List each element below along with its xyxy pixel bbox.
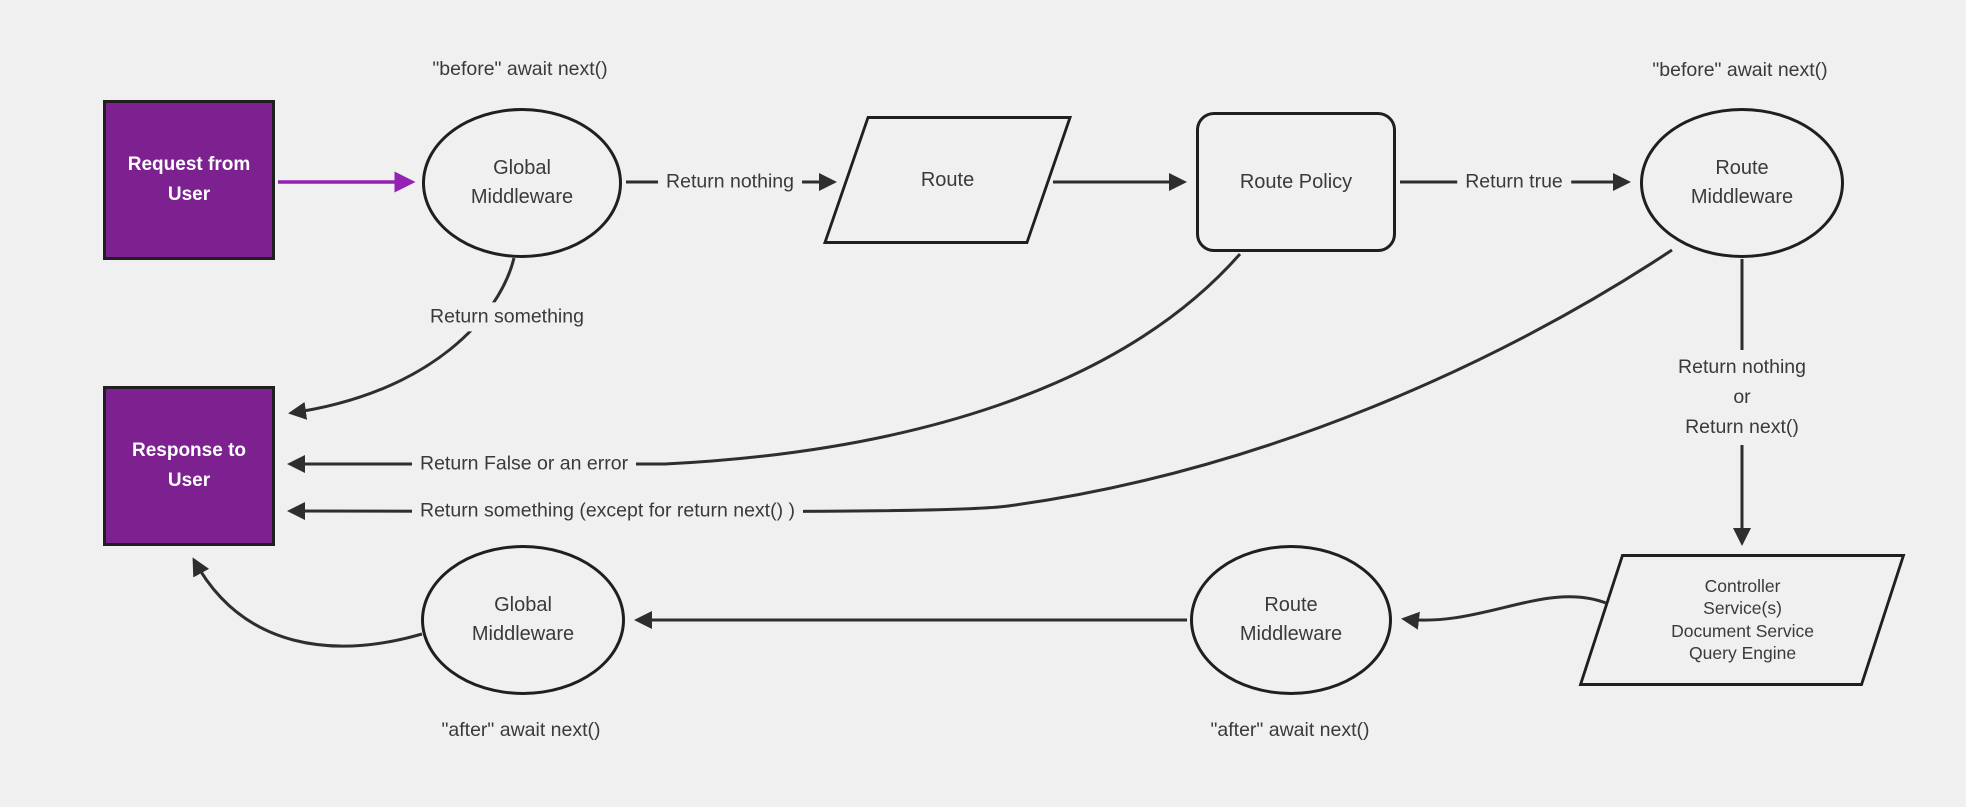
- edge-label-return-something-except: Return something (except for return next…: [412, 496, 803, 526]
- node-route-middleware-top: Route Middleware: [1640, 108, 1844, 258]
- controller-line: Service(s): [1702, 598, 1782, 619]
- edge-global-after-to-response: [192, 557, 423, 648]
- annotation-after-route-middleware: "after" await next(): [1210, 719, 1370, 741]
- edge-label-return-false-or-error: Return False or an error: [412, 449, 637, 479]
- route-label: Route: [920, 168, 975, 191]
- node-response-to-user: Response to User: [103, 386, 275, 546]
- annotation-before-route-middleware: "before" await next(): [1652, 59, 1828, 81]
- edge-label-return-true: Return true: [1457, 167, 1571, 197]
- controller-line: Controller: [1704, 576, 1780, 597]
- node-controller-services: Controller Service(s) Document Service Q…: [1578, 554, 1906, 686]
- global-middleware-top-label: Global Middleware: [470, 157, 574, 208]
- controller-services-label: Controller Service(s) Document Service Q…: [1671, 575, 1814, 665]
- route-policy-label: Route Policy: [1239, 170, 1353, 193]
- annotation-before-global-middleware: "before" await next(): [432, 58, 608, 80]
- edge-label-return-something: Return something: [422, 302, 592, 332]
- controller-line: Document Service: [1670, 621, 1814, 641]
- edge-global-return-something-to-response: [288, 257, 516, 420]
- node-route-policy: Route Policy: [1196, 112, 1396, 252]
- edge-label-return-nothing: Return nothing: [658, 167, 802, 197]
- node-global-middleware-bottom: Global Middleware: [421, 545, 625, 695]
- controller-line: Query Engine: [1688, 643, 1796, 664]
- node-request-from-user: Request from User: [103, 100, 275, 260]
- annotation-after-global-middleware: "after" await next(): [441, 719, 601, 741]
- edge-label-line: Return nothing: [1678, 356, 1806, 378]
- edge-label-return-nothing-or-next: Return nothing or Return next(): [1668, 350, 1816, 445]
- route-middleware-top-label: Route Middleware: [1690, 157, 1794, 208]
- node-route-middleware-bottom: Route Middleware: [1190, 545, 1392, 695]
- route-middleware-bottom-label: Route Middleware: [1239, 594, 1343, 645]
- edge-route-policy-return-false-to-response: [287, 253, 1242, 473]
- global-middleware-bottom-label: Global Middleware: [471, 594, 575, 645]
- node-global-middleware-top: Global Middleware: [422, 108, 622, 258]
- edge-controller-to-route-middleware-after: [1401, 595, 1607, 630]
- response-to-user-label: Response to User: [131, 439, 247, 491]
- edge-label-line: Return next(): [1685, 416, 1799, 439]
- request-from-user-label: Request from User: [127, 153, 251, 205]
- edge-label-line: or: [1733, 386, 1751, 409]
